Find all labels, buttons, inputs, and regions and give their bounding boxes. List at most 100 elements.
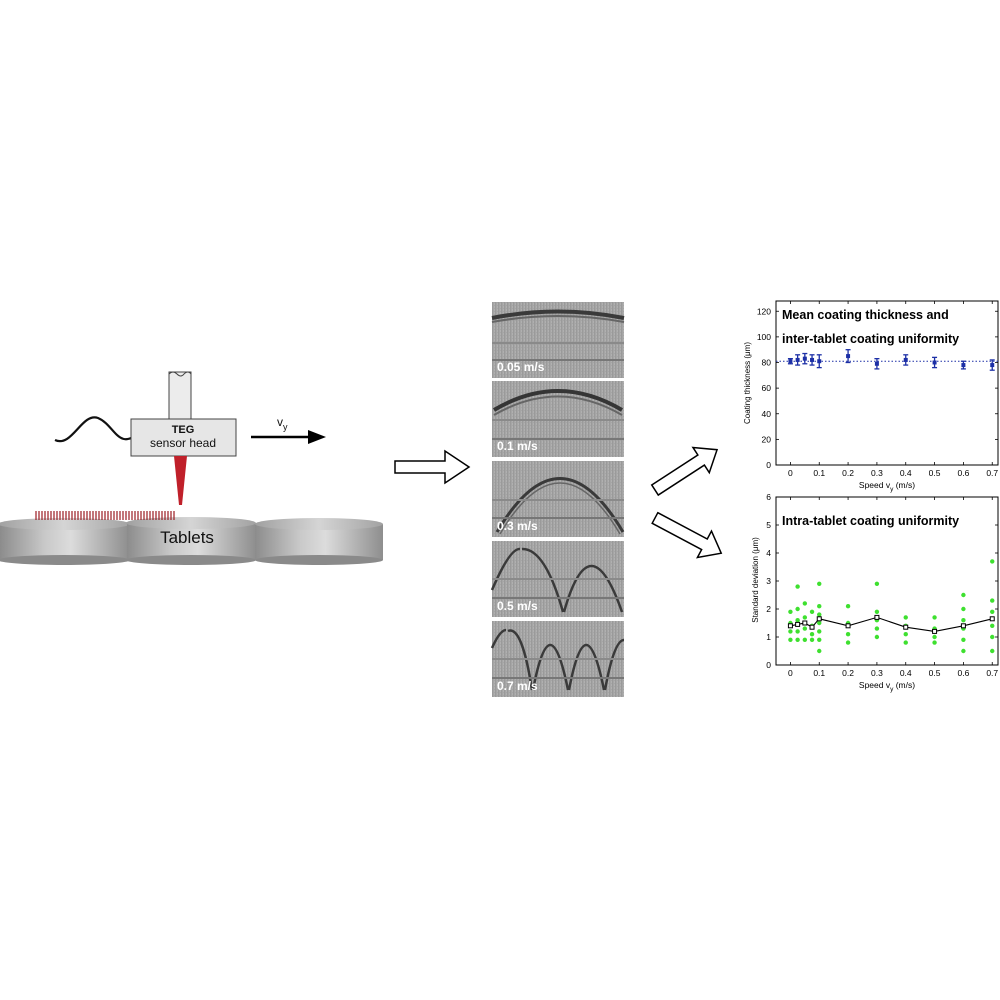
- data-point: [932, 634, 937, 640]
- y-tick-label: 6: [766, 492, 771, 502]
- bscan-panel-0.05: [491, 302, 625, 378]
- data-point: [961, 606, 966, 612]
- data-point: [817, 581, 822, 586]
- data-point: [845, 604, 851, 609]
- mean-marker: [874, 614, 880, 620]
- y-tick-label: 60: [762, 383, 772, 393]
- data-point: [795, 584, 800, 589]
- chart2-frame: [775, 496, 999, 666]
- y-tick-label: 20: [762, 434, 772, 444]
- data-point: [990, 559, 995, 564]
- data-point: [795, 618, 800, 623]
- sensor-head-title: TEG: [172, 424, 195, 436]
- x-tick-label: 0.2: [842, 468, 854, 478]
- data-point: [990, 609, 995, 614]
- x-tick-label: 0.1: [813, 468, 825, 478]
- x-tick-label: 0.3: [871, 468, 883, 478]
- data-point: [809, 609, 815, 614]
- data-point: [874, 609, 880, 614]
- y-tick-label: 3: [766, 576, 771, 586]
- chart1-title-line2: inter-tablet coating uniformity: [782, 332, 959, 346]
- mean-point: [846, 354, 851, 359]
- probe-stem-break: [168, 371, 192, 377]
- chart2-ylabel: Standard deviation (μm): [751, 537, 760, 623]
- data-point: [990, 648, 995, 654]
- mean-point: [961, 363, 966, 368]
- sensor-head-subtitle: sensor head: [150, 436, 216, 450]
- data-point: [802, 637, 808, 642]
- mean-marker: [989, 616, 995, 622]
- probe-stem: [168, 371, 192, 421]
- sensor-cable: [54, 416, 141, 443]
- y-tick-label: 0: [766, 460, 771, 470]
- data-point: [932, 640, 937, 645]
- mean-point: [990, 363, 995, 368]
- measurement-setup: TEG sensor head vy Tablets: [0, 371, 383, 565]
- mean-point: [903, 357, 908, 362]
- chart2-xlabel: Speed vy (m/s): [859, 680, 915, 693]
- data-point: [903, 615, 908, 620]
- mean-marker: [960, 623, 966, 629]
- hollow-arrow-to-scans: [394, 449, 471, 485]
- y-tick-label: 5: [766, 520, 771, 530]
- y-tick-label: 80: [762, 358, 772, 368]
- data-point: [809, 637, 815, 642]
- data-point: [817, 620, 822, 626]
- data-point: [961, 637, 966, 642]
- data-point: [795, 637, 800, 642]
- chart1-title-line1: Mean coating thickness and: [782, 308, 949, 322]
- data-point: [903, 632, 908, 637]
- mean-point: [802, 356, 807, 361]
- y-tick-label: 1: [766, 632, 771, 642]
- mean-point: [817, 359, 822, 364]
- hollow-arrow-to-thickness-chart: [650, 446, 719, 497]
- data-point: [817, 648, 822, 654]
- data-point: [817, 612, 822, 617]
- bscan-panel-0.5: [490, 541, 624, 617]
- mean-point: [874, 361, 879, 366]
- data-point: [809, 632, 815, 637]
- tablet-left: [0, 518, 130, 565]
- data-point: [788, 629, 793, 634]
- data-point: [874, 626, 880, 631]
- velocity-arrow-head: [308, 430, 326, 444]
- mean-point: [788, 359, 793, 364]
- mean-marker: [816, 616, 822, 622]
- x-tick-label: 0.4: [900, 468, 912, 478]
- data-point: [961, 648, 966, 654]
- mean-marker: [845, 623, 851, 629]
- x-tick-label: 0.6: [957, 668, 969, 678]
- data-point: [990, 634, 995, 640]
- mean-marker: [795, 621, 801, 627]
- data-point: [795, 629, 800, 634]
- x-tick-label: 0.5: [929, 668, 941, 678]
- tablet-right: [255, 518, 383, 565]
- data-point: [961, 592, 966, 598]
- mean-marker: [809, 624, 815, 630]
- data-point: [817, 629, 822, 634]
- scan-speed-label: 0.5 m/s: [497, 599, 538, 613]
- x-tick-label: 0.7: [986, 668, 998, 678]
- chart1-ylabel: Coating thickness (μm): [743, 342, 752, 424]
- data-point: [990, 623, 995, 628]
- x-tick-label: 0.2: [842, 668, 854, 678]
- scan-speed-label: 0.1 m/s: [497, 439, 538, 453]
- chart2-title: Intra-tablet coating uniformity: [782, 514, 959, 528]
- y-tick-label: 40: [762, 409, 772, 419]
- data-point: [903, 640, 908, 645]
- data-point: [874, 634, 880, 640]
- uniformity-chart: Intra-tablet coating uniformity Standard…: [751, 492, 999, 693]
- scan-speed-label: 0.05 m/s: [497, 360, 545, 374]
- mean-marker: [787, 623, 793, 629]
- data-point: [990, 598, 995, 603]
- x-tick-label: 0.1: [813, 668, 825, 678]
- y-tick-label: 0: [766, 660, 771, 670]
- data-point: [961, 618, 966, 623]
- mean-marker: [932, 628, 938, 634]
- data-point: [795, 606, 800, 612]
- x-tick-label: 0: [788, 468, 793, 478]
- data-point: [802, 626, 808, 631]
- bscan-panel-0.3: [492, 461, 625, 537]
- y-tick-label: 2: [766, 604, 771, 614]
